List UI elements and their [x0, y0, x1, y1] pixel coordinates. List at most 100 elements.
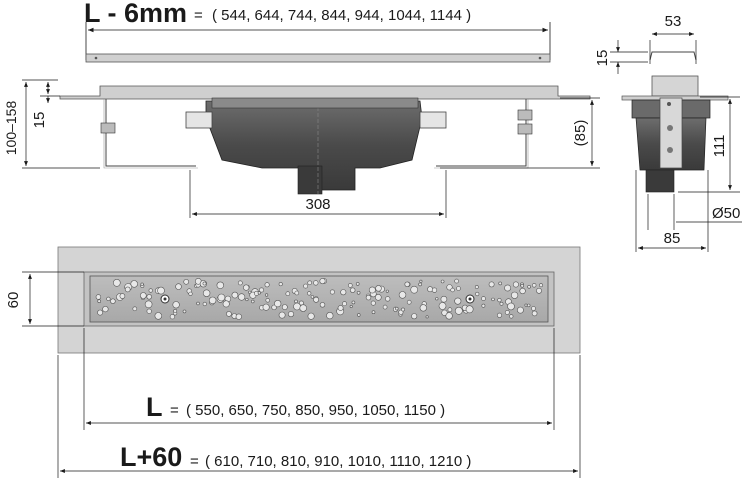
grate-hole: [425, 315, 429, 319]
grate-hole: [124, 286, 131, 293]
grate-hole: [175, 283, 182, 290]
grate-hole: [496, 312, 502, 318]
grate-hole: [119, 293, 126, 299]
grate-hole: [365, 294, 372, 301]
grate-hole: [102, 306, 109, 313]
grate-hole: [130, 280, 138, 288]
grate-hole: [356, 290, 361, 295]
grate-screw-right: [465, 294, 475, 304]
grate-hole: [440, 279, 445, 284]
grate-hole: [481, 296, 486, 301]
grate-hole: [507, 302, 515, 311]
dim-85-end: 85: [664, 230, 681, 247]
grate-hole: [202, 301, 207, 307]
grate-hole: [531, 306, 536, 311]
grate-hole: [474, 285, 479, 289]
grate-hole: [258, 287, 264, 293]
side-view-dimensions: 100–158 15 (85) 308: [3, 79, 600, 218]
grate-hole: [374, 293, 382, 301]
dim-height-range: 100–158: [3, 101, 19, 156]
plan-view-dimensions: 60 L = ( 550, 650, 750, 850, 950, 1050, …: [5, 271, 581, 478]
grate-hole: [447, 307, 453, 313]
dim-85-side: (85): [572, 120, 589, 147]
grate-hole: [520, 283, 525, 288]
grate-holes: [95, 277, 543, 320]
grate-hole: [274, 300, 282, 308]
grate-hole: [491, 297, 495, 302]
grate-hole: [222, 300, 230, 308]
grate-hole: [154, 312, 163, 320]
grate-hole: [411, 313, 418, 320]
grate-hole: [310, 295, 315, 299]
grate-hole: [326, 312, 334, 320]
grate-hole: [368, 286, 376, 294]
grate-hole: [438, 302, 447, 310]
grate-hole: [347, 283, 353, 288]
grate-hole: [140, 282, 144, 286]
grate-hole: [350, 287, 356, 293]
grate-hole: [237, 280, 243, 286]
L-label: L: [146, 392, 163, 422]
grate-hole: [410, 285, 419, 294]
L-eq: =: [170, 402, 179, 419]
dim-53: 53: [665, 13, 682, 30]
grate-hole: [188, 291, 193, 296]
grate-hole: [419, 279, 423, 283]
grate-hole: [404, 281, 410, 287]
grate-hole: [113, 278, 121, 287]
grate-hole: [398, 291, 407, 299]
grate-screw-left: [160, 294, 170, 304]
grate-hole: [406, 299, 412, 305]
top-formula-values: ( 544, 644, 744, 844, 944, 1044, 1144 ): [212, 7, 471, 24]
end-view: [621, 51, 729, 193]
grate-hole: [329, 289, 335, 295]
grate-hole: [375, 285, 382, 292]
grate-hole: [303, 283, 308, 289]
grate-hole: [349, 304, 353, 308]
grate-hole: [337, 305, 344, 311]
L60-eq: =: [190, 453, 199, 470]
grate-hole: [313, 296, 319, 303]
L-values: ( 550, 650, 750, 850, 950, 1050, 1150 ): [186, 402, 445, 419]
grate-hole: [281, 304, 288, 310]
grate-hole: [196, 301, 200, 306]
grate-hole: [519, 287, 526, 295]
grate-hole: [510, 291, 519, 299]
top-formula-eq: =: [194, 7, 203, 24]
grate-hole: [445, 312, 453, 320]
dim-308: 308: [305, 196, 330, 213]
grate-hole: [173, 308, 178, 313]
grate-hole: [202, 281, 207, 286]
grate-hole: [226, 311, 232, 317]
grate-hole: [456, 286, 461, 291]
grate-hole: [431, 287, 438, 293]
grate-hole: [278, 311, 286, 319]
grate-hole: [319, 278, 326, 285]
grate-hole: [427, 286, 433, 293]
grate-hole: [319, 302, 326, 308]
grate-hole: [440, 295, 448, 303]
grate-hole: [264, 282, 270, 288]
grate-hole: [243, 284, 250, 291]
grate-hole: [342, 301, 347, 307]
grate-hole: [262, 303, 270, 311]
grate-hole: [419, 304, 427, 312]
grate-strip-side: [85, 53, 551, 63]
side-view: [59, 85, 591, 195]
top-formula: L - 6mm = ( 544, 644, 744, 844, 944, 104…: [84, 0, 471, 28]
grate-hole: [172, 301, 180, 309]
grate-hole: [251, 299, 255, 304]
grate-hole: [231, 291, 239, 299]
grate-hole: [95, 294, 102, 300]
grate-hole: [357, 313, 361, 317]
grate-hole: [132, 306, 138, 312]
grate-hole: [217, 293, 226, 302]
grate-hole: [97, 299, 101, 304]
grate-hole: [257, 291, 261, 295]
grate-hole: [307, 291, 312, 296]
grate-hole: [418, 282, 422, 287]
grate-hole: [475, 291, 480, 297]
grate-hole: [395, 306, 399, 311]
grate-hole: [517, 306, 524, 314]
grate-hole: [97, 309, 103, 316]
